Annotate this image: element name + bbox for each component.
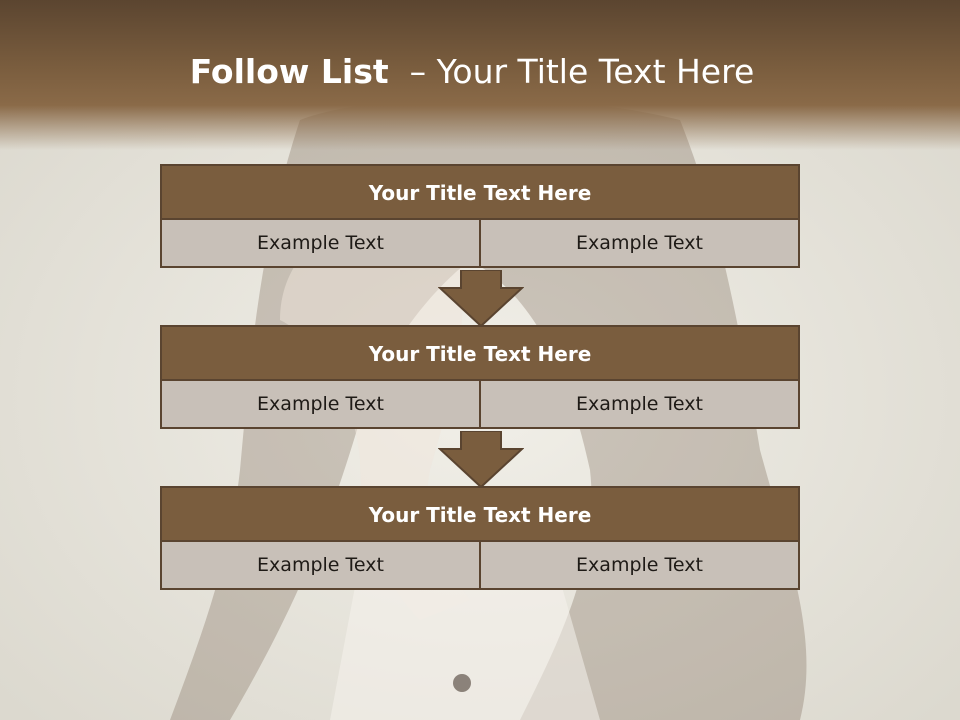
block-cell-right: Example Text bbox=[481, 542, 800, 590]
block-cell-left: Example Text bbox=[160, 220, 481, 268]
list-block-2: Your Title Text Here Example Text Exampl… bbox=[160, 325, 800, 429]
block-cell-right: Example Text bbox=[481, 381, 800, 429]
block-row: Example Text Example Text bbox=[160, 381, 800, 429]
block-row: Example Text Example Text bbox=[160, 220, 800, 268]
block-title: Your Title Text Here bbox=[160, 486, 800, 542]
block-cell-left: Example Text bbox=[160, 381, 481, 429]
block-cell-right: Example Text bbox=[481, 220, 800, 268]
down-arrow-icon bbox=[438, 270, 524, 328]
block-title: Your Title Text Here bbox=[160, 325, 800, 381]
down-arrow-icon bbox=[438, 431, 524, 489]
title-bold: Follow List bbox=[189, 52, 389, 91]
block-cell-left: Example Text bbox=[160, 542, 481, 590]
header-band bbox=[0, 0, 960, 150]
list-block-3: Your Title Text Here Example Text Exampl… bbox=[160, 486, 800, 590]
slide-title: Follow List – Your Title Text Here bbox=[0, 52, 944, 91]
list-block-1: Your Title Text Here Example Text Exampl… bbox=[160, 164, 800, 268]
block-title: Your Title Text Here bbox=[160, 164, 800, 220]
title-rest: – Your Title Text Here bbox=[409, 52, 755, 91]
block-row: Example Text Example Text bbox=[160, 542, 800, 590]
